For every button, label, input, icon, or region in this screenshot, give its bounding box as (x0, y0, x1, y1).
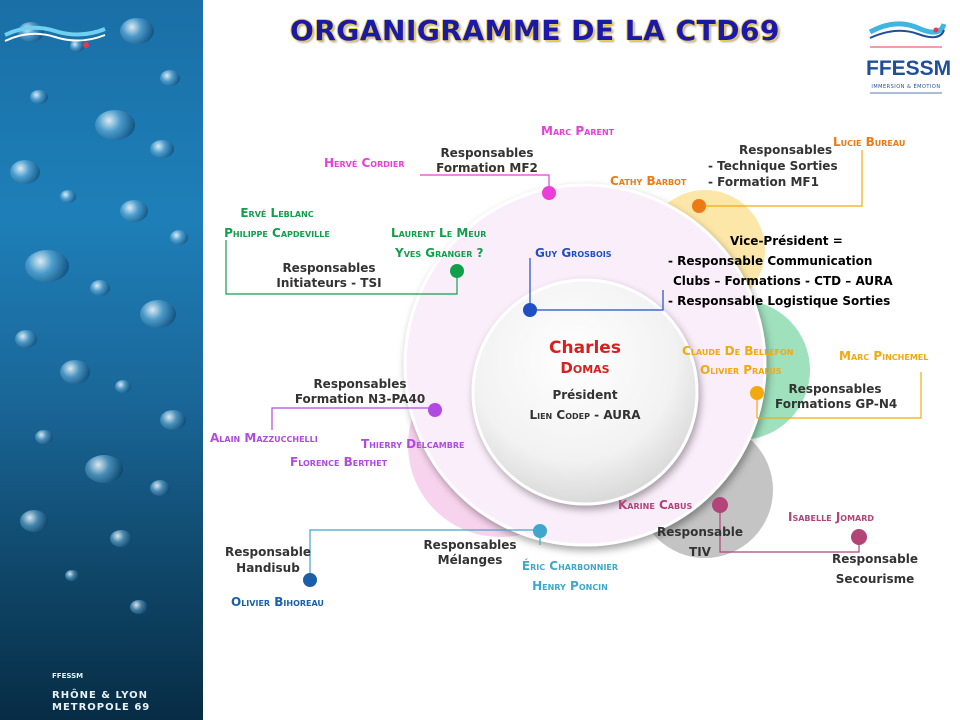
bubble (110, 530, 132, 547)
bubble (150, 480, 170, 496)
melanges-name-1: Éric Charbonnier (521, 559, 619, 573)
bubble (20, 510, 48, 532)
mf2-label-2: Formation MF2 (436, 161, 538, 175)
sorties-label-3: - Formation MF1 (708, 175, 819, 189)
initiateurs-name-right-2: Yves Granger ? (395, 246, 484, 260)
panel-logo-mini: FFESSM (52, 672, 84, 680)
ffessm-logo (868, 21, 946, 94)
ffessm-logo-slogan: IMMERSION & ÉMOTION (871, 84, 941, 90)
gpn4-name-right: Marc Pinchemel (839, 349, 929, 363)
initiateurs-name-right-1: Laurent Le Meur (391, 226, 487, 240)
secourisme-label-2: Secourisme (835, 572, 915, 586)
mf2-name: Marc Parent (541, 124, 615, 138)
sorties-label-2: - Technique Sorties (708, 159, 838, 173)
ffessm-rhone-logo-waves (4, 25, 106, 48)
bubble (95, 110, 135, 140)
bubble (160, 70, 180, 86)
n3pa40-label-1: Responsables (313, 377, 407, 391)
secourisme-label-1: Responsable (832, 552, 918, 566)
ffessm-logo-name: FFESSM (866, 57, 952, 80)
connector-gpn4 (756, 372, 922, 419)
bubble (35, 430, 53, 444)
melanges-label-2: Mélanges (437, 553, 503, 567)
sorties-name-2: Lucie Bureau (833, 135, 906, 149)
melanges-name-2: Henry Poncin (532, 579, 608, 593)
sorties-name: Cathy Barbot (610, 174, 687, 188)
connector-initiateurs (225, 240, 458, 295)
vice-name: Guy Grosbois (535, 246, 612, 260)
page-title: ORGANIGRAMME DE LA CTD69 (290, 14, 780, 47)
handisub-label-2: Handisub (236, 561, 300, 575)
initiateurs-name-left-1: Ervé Leblanc (240, 206, 314, 220)
vice-line-2: - Responsable Communication (668, 254, 873, 268)
bubble (15, 330, 37, 348)
bubble (70, 40, 84, 52)
dot-initiateurs (450, 264, 464, 278)
bubble (10, 160, 40, 184)
dot-tiv (712, 497, 728, 513)
bubble (25, 250, 69, 282)
president-last-name: Domas (560, 359, 610, 377)
bubble (160, 410, 186, 430)
initiateurs-label-1: Responsables (282, 261, 376, 275)
bubble (140, 300, 176, 328)
sorties-label-1: Responsables (739, 143, 833, 157)
bubble (130, 600, 148, 614)
n3pa40-name-2: Florence Berthet (290, 455, 388, 469)
gpn4-label-2: Formations GP-N4 (775, 397, 898, 411)
circle-center (471, 278, 699, 506)
dot-n3pa40 (428, 403, 442, 417)
tiv-label-1: Responsable (657, 525, 743, 539)
dot-gpn4 (750, 386, 764, 400)
n3pa40-name-1: Thierry Delcambre (361, 437, 465, 451)
dot-vice (523, 303, 537, 317)
vice-line-3: Clubs – Formations - CTD – AURA (673, 274, 893, 288)
bubble (85, 455, 123, 483)
gpn4-name-1: Claude De Bellefon (682, 344, 794, 358)
bubble (65, 570, 79, 581)
vice-line-1: Vice-Président = (730, 234, 843, 248)
president-role-detail: Lien Codep - AURA (529, 408, 641, 422)
bubble (150, 140, 174, 158)
bubble (60, 190, 76, 203)
handisub-name: Olivier Bihoreau (231, 595, 324, 609)
gpn4-label-1: Responsables (788, 382, 882, 396)
water-bubbles-panel: FFESSM RHÔNE & LYON METROPOLE 69 (0, 0, 203, 720)
bubble (60, 360, 90, 384)
president-first-name: Charles (549, 338, 621, 358)
connector-mf2 (420, 174, 550, 190)
bubble (120, 18, 154, 44)
tiv-label-2: TIV (689, 545, 711, 559)
bubble (120, 200, 148, 222)
vice-line-4: - Responsable Logistique Sorties (668, 294, 891, 308)
bubble (170, 230, 188, 245)
initiateurs-label-2: Initiateurs - TSI (276, 276, 382, 290)
panel-logo-line2: METROPOLE 69 (52, 702, 151, 713)
n3pa40-label-2: Formation N3-PA40 (294, 392, 426, 406)
panel-logo-line1: RHÔNE & LYON (52, 690, 149, 701)
gpn4-name-2: Olivier Pralus (700, 363, 782, 377)
connector-sorties (699, 150, 863, 207)
handisub-label-1: Responsable (225, 545, 311, 559)
secourisme-name: Isabelle Jomard (788, 510, 875, 524)
dot-secourisme (851, 529, 867, 545)
dot-mf2 (542, 186, 556, 200)
bubble (115, 380, 131, 393)
n3pa40-name-left: Alain Mazzucchelli (210, 431, 318, 445)
dot-sorties (692, 199, 706, 213)
mf2-name-2: Hervé Cordier (324, 156, 405, 170)
initiateurs-name-left-2: Philippe Capdeville (224, 226, 330, 240)
bubble (90, 280, 110, 296)
connector-vice (529, 258, 664, 311)
melanges-label-1: Responsables (423, 538, 517, 552)
mf2-label-1: Responsables (440, 146, 534, 160)
tiv-name: Karine Cabus (618, 498, 693, 512)
bubble (30, 90, 48, 104)
president-role: Président (552, 388, 618, 402)
dot-melanges (533, 524, 547, 538)
dot-handisub (303, 573, 317, 587)
